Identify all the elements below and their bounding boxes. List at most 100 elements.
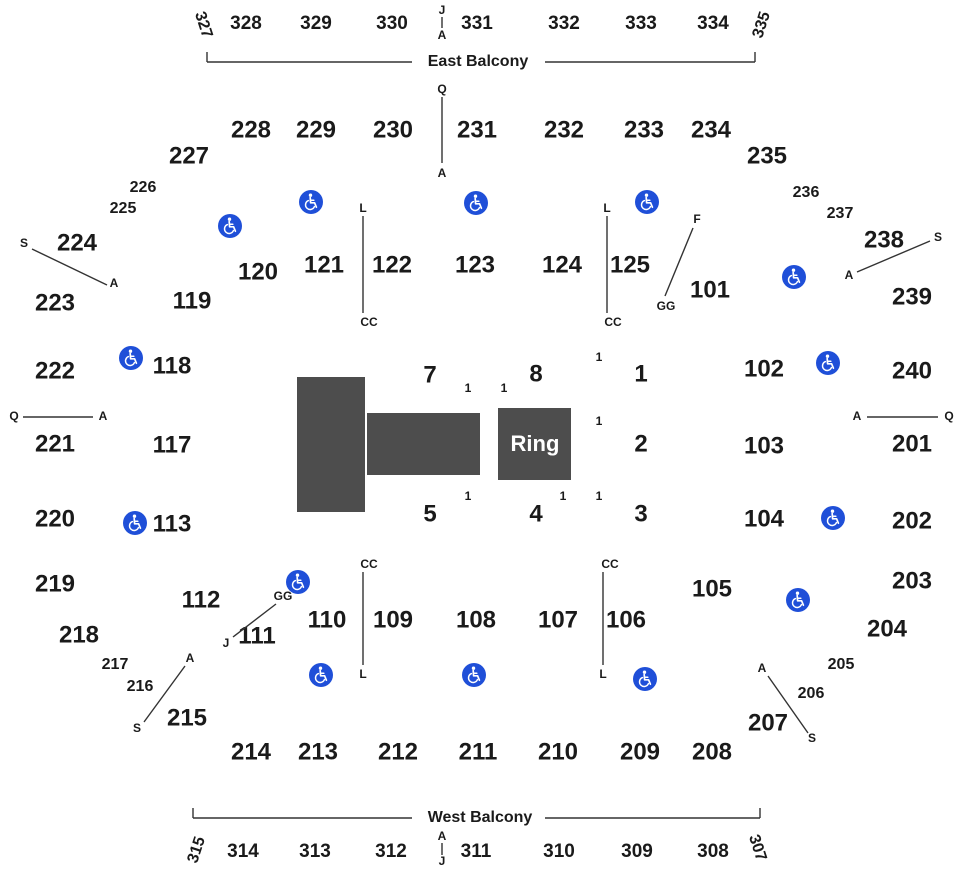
section-102[interactable]: 102 [744, 355, 784, 382]
section-104[interactable]: 104 [744, 505, 785, 532]
section-229[interactable]: 229 [296, 116, 336, 143]
section-236[interactable]: 236 [793, 184, 820, 201]
floor-section-4[interactable]: 4 [529, 500, 543, 527]
section-214[interactable]: 214 [231, 738, 272, 765]
wheelchair-icon [218, 214, 242, 238]
section-328[interactable]: 328 [230, 13, 262, 34]
section-211[interactable]: 211 [459, 738, 498, 765]
section-206[interactable]: 206 [798, 685, 825, 702]
section-308[interactable]: 308 [697, 841, 729, 862]
section-213[interactable]: 213 [298, 738, 338, 765]
section-333[interactable]: 333 [625, 13, 657, 34]
section-117[interactable]: 117 [153, 431, 192, 458]
section-314[interactable]: 314 [227, 841, 259, 862]
section-216[interactable]: 216 [127, 678, 154, 695]
section-207[interactable]: 207 [748, 709, 788, 736]
section-122[interactable]: 122 [372, 251, 412, 278]
section-315[interactable]: 315 [185, 834, 209, 865]
section-234[interactable]: 234 [691, 116, 732, 143]
upper-level-sections: 228 229 230 231 232 233 234 227 235 226 … [35, 116, 932, 765]
section-231[interactable]: 231 [457, 116, 497, 143]
section-106[interactable]: 106 [606, 606, 646, 633]
floor-section-1[interactable]: 1 [634, 360, 647, 387]
floor-section-7[interactable]: 7 [423, 361, 436, 388]
section-313[interactable]: 313 [299, 841, 331, 862]
section-103[interactable]: 103 [744, 432, 784, 459]
section-121[interactable]: 121 [304, 251, 344, 278]
section-311[interactable]: 311 [461, 841, 492, 862]
section-330[interactable]: 330 [376, 13, 408, 34]
section-227[interactable]: 227 [169, 142, 209, 169]
section-225[interactable]: 225 [110, 200, 137, 217]
section-221[interactable]: 221 [35, 430, 75, 457]
section-310[interactable]: 310 [543, 841, 575, 862]
section-219[interactable]: 219 [35, 570, 75, 597]
section-123[interactable]: 123 [455, 251, 495, 278]
floor-section-5[interactable]: 5 [423, 500, 436, 527]
section-208[interactable]: 208 [692, 738, 732, 765]
section-230[interactable]: 230 [373, 116, 413, 143]
section-111[interactable]: 111 [238, 622, 275, 649]
wheelchair-icon [286, 570, 310, 594]
section-223[interactable]: 223 [35, 289, 75, 316]
section-120[interactable]: 120 [238, 258, 278, 285]
section-202[interactable]: 202 [892, 507, 932, 534]
row-label: S [934, 230, 942, 244]
section-101[interactable]: 101 [690, 276, 730, 303]
east-balcony: East Balcony 328 329 330 331 332 333 334… [191, 3, 774, 70]
section-329[interactable]: 329 [300, 13, 332, 34]
section-228[interactable]: 228 [231, 116, 271, 143]
section-332[interactable]: 332 [548, 13, 580, 34]
row-label: A [853, 409, 862, 423]
section-334[interactable]: 334 [697, 13, 729, 34]
section-205[interactable]: 205 [828, 656, 855, 673]
section-112[interactable]: 112 [182, 586, 221, 613]
section-125[interactable]: 125 [610, 251, 650, 278]
section-217[interactable]: 217 [102, 656, 129, 673]
section-113[interactable]: 113 [153, 510, 192, 537]
row-label: A [438, 28, 447, 42]
section-312[interactable]: 312 [375, 841, 407, 862]
section-209[interactable]: 209 [620, 738, 660, 765]
section-109[interactable]: 109 [373, 606, 413, 633]
section-331[interactable]: 331 [461, 13, 493, 34]
floor-section-2[interactable]: 2 [634, 430, 647, 457]
wheelchair-icon [816, 351, 840, 375]
section-222[interactable]: 222 [35, 357, 75, 384]
section-210[interactable]: 210 [538, 738, 578, 765]
section-118[interactable]: 118 [153, 352, 192, 379]
section-240[interactable]: 240 [892, 357, 932, 384]
section-237[interactable]: 237 [827, 205, 854, 222]
section-204[interactable]: 204 [867, 615, 908, 642]
section-309[interactable]: 309 [621, 841, 653, 862]
section-235[interactable]: 235 [747, 142, 787, 169]
section-239[interactable]: 239 [892, 283, 932, 310]
row-label: Q [437, 82, 446, 96]
section-335[interactable]: 335 [750, 9, 774, 40]
ring[interactable] [498, 408, 571, 480]
section-105[interactable]: 105 [692, 575, 732, 602]
section-220[interactable]: 220 [35, 505, 75, 532]
floor-section-8[interactable]: 8 [529, 360, 542, 387]
row-label: 1 [560, 489, 567, 503]
row-label: L [599, 667, 606, 681]
section-212[interactable]: 212 [378, 738, 418, 765]
section-327[interactable]: 327 [191, 10, 215, 41]
floor-section-3[interactable]: 3 [634, 500, 647, 527]
section-203[interactable]: 203 [892, 567, 932, 594]
section-226[interactable]: 226 [130, 179, 157, 196]
section-238[interactable]: 238 [864, 226, 904, 253]
section-201[interactable]: 201 [892, 430, 932, 457]
section-224[interactable]: 224 [57, 229, 98, 256]
section-110[interactable]: 110 [308, 606, 347, 633]
section-124[interactable]: 124 [542, 251, 583, 278]
section-107[interactable]: 107 [538, 606, 578, 633]
section-233[interactable]: 233 [624, 116, 664, 143]
section-218[interactable]: 218 [59, 621, 99, 648]
section-215[interactable]: 215 [167, 704, 207, 731]
section-307[interactable]: 307 [745, 833, 769, 864]
row-label: 1 [465, 489, 472, 503]
section-232[interactable]: 232 [544, 116, 584, 143]
section-119[interactable]: 119 [173, 287, 212, 314]
section-108[interactable]: 108 [456, 606, 496, 633]
